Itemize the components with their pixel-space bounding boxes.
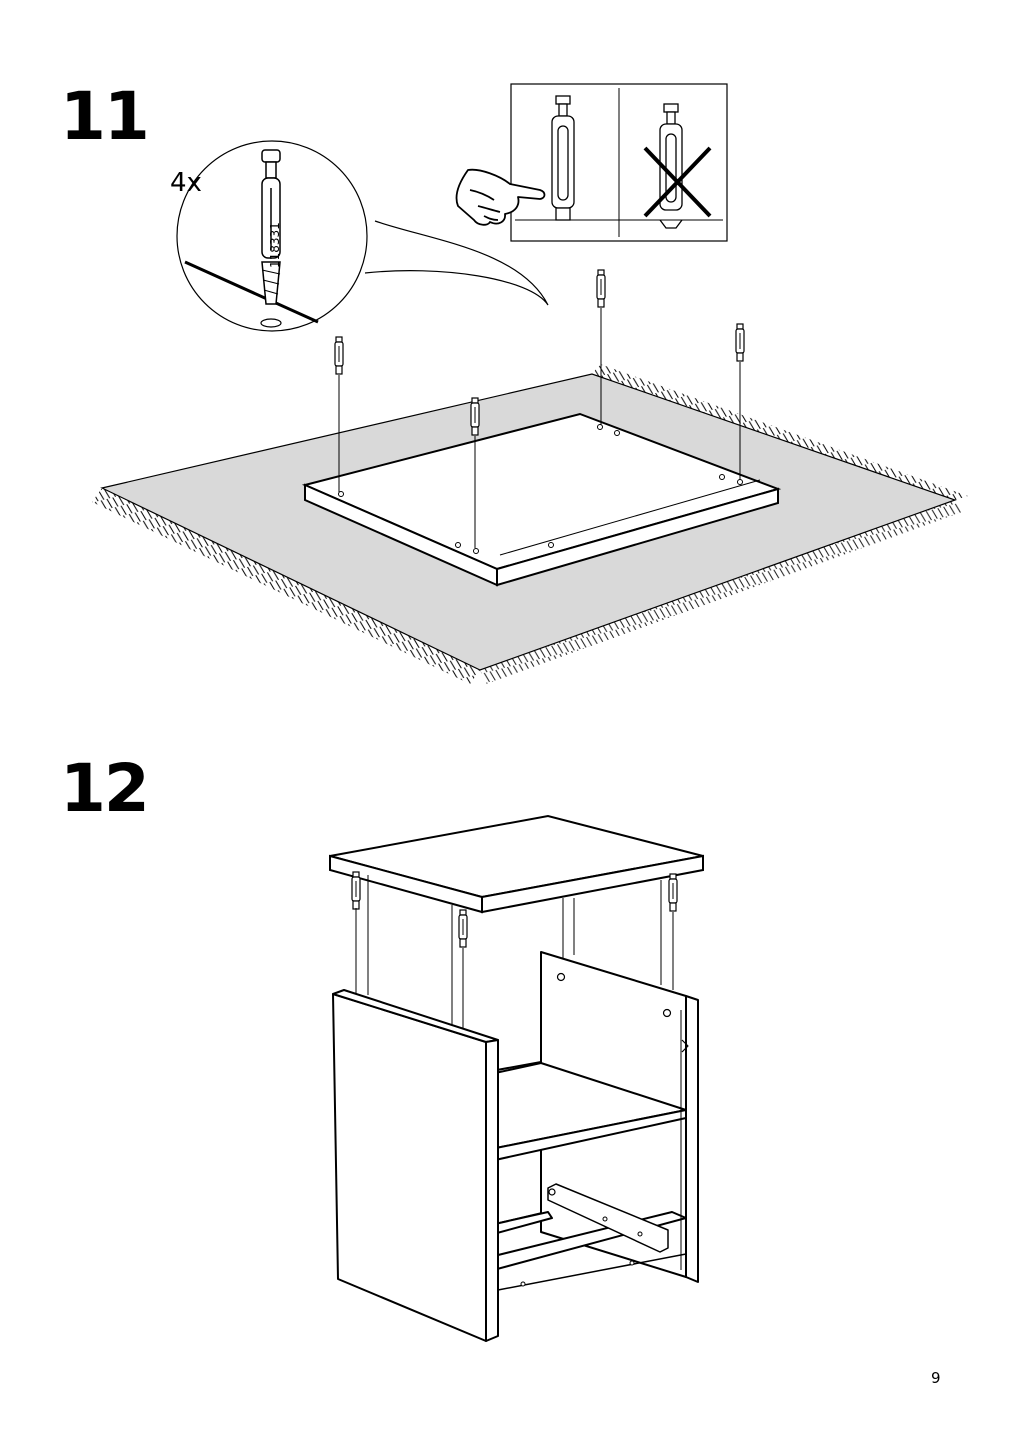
dowel-icon — [735, 323, 745, 362]
dowel-icon — [458, 909, 468, 948]
dowel-detail-icon — [260, 149, 282, 328]
detail-magnifier — [176, 140, 549, 332]
dowel-icon — [596, 269, 606, 308]
dowel-incorrect-icon — [659, 103, 683, 229]
dowels-step-11 — [334, 269, 745, 548]
page-number: 9 — [931, 1369, 941, 1387]
hand-press-icon — [455, 168, 546, 226]
cross-icon — [643, 146, 712, 218]
press-detail-inset — [510, 83, 728, 242]
top-panel — [301, 412, 782, 587]
step-number: 12 — [60, 750, 150, 827]
dowel-icon — [668, 873, 678, 912]
part-number: 118331 — [268, 222, 282, 268]
step-number: 11 — [60, 78, 150, 155]
dowels-step-12 — [351, 871, 678, 1030]
dowel-correct-icon — [551, 95, 575, 221]
dowel-icon — [351, 871, 361, 910]
cabinet-top-panel — [329, 814, 704, 914]
dowel-icon — [470, 397, 480, 436]
cabinet-body — [332, 951, 699, 1342]
quantity-label: 4x — [170, 168, 202, 198]
dowel-icon — [334, 336, 344, 375]
